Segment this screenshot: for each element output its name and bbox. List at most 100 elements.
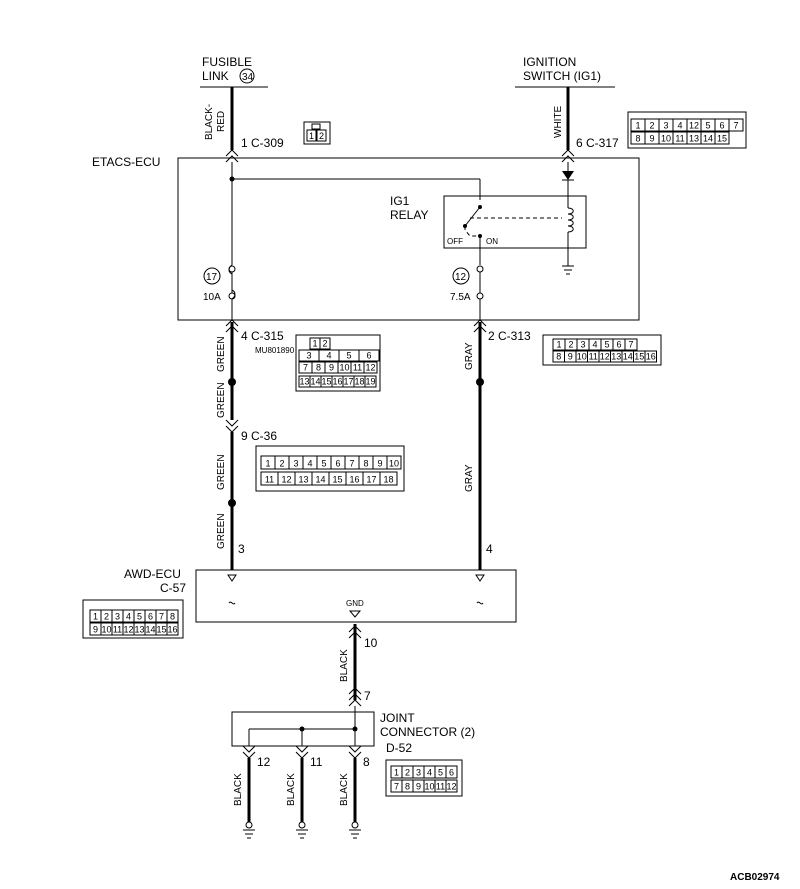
connector-cell-label: 3 [663,121,668,131]
connector-cell-label: 3 [115,612,120,622]
connector-cell-label: 16 [646,352,656,362]
connector-cell-label: 6 [148,612,153,622]
svg-text:2: 2 [319,131,324,141]
connector-cell-label: 7 [349,459,354,469]
connector-arrow-c309 [225,149,239,163]
connector-cell-label: 14 [703,134,713,144]
connector-cell [319,337,331,350]
connector-cell-label: 19 [365,377,375,387]
connector-cell-label: 11 [265,475,274,485]
relay-coil-icon [567,207,574,233]
connector-cell-label: 3 [293,459,298,469]
connector-cell-label: 9 [649,134,654,144]
connector-cell-label: 9 [416,782,421,792]
connector-cell [358,349,380,362]
connector-cell-label: 11 [675,134,684,144]
connector-cell [379,471,398,486]
connector-cell-label: 6 [335,459,340,469]
awd-ecu-connector-label: C-57 [160,581,186,595]
connector-cell-label: 1 [93,612,98,622]
connector-cell-label: 16 [332,377,342,387]
connector-cell-label: 12 [123,625,133,635]
connector-cell-label: 15 [332,475,342,485]
wire-label-black-2: BLACK [233,773,244,806]
connector-cell-label: 11 [353,363,362,373]
connector-cell-label: 2 [279,459,284,469]
awd-pin4-icon [475,574,485,582]
connector-cell-label: 9 [568,352,573,362]
connector-cell-label: 13 [134,625,144,635]
connector-cell-label: 7 [303,363,308,373]
connector-cell-label: 7 [159,612,164,622]
connector-cell [445,779,458,793]
fuse-12-terminal-bottom [476,292,484,300]
pin-label-awd-3: 3 [238,542,245,556]
connector-cell-label: 9 [329,363,334,373]
ig1-relay-label: IG1 [390,194,410,208]
connector-cell-label: 11 [436,782,445,792]
fusible-link-number-circle [239,68,255,84]
connector-cell-label: 15 [156,625,166,635]
fuse-12-terminal-top [476,265,484,273]
connector-cell-label: 13 [611,352,621,362]
connector-cell-label: 11 [113,625,122,635]
connector-cell-label: 7 [733,121,738,131]
splice-dot-2 [228,499,236,507]
connector-cell-label: 13 [689,134,699,144]
awd-ecu-label: AWD-ECU [124,567,181,581]
connector-cell-label: 16 [349,475,359,485]
awd-ecu-box [195,569,517,623]
awd-pin3-icon [227,574,237,582]
connector-cell-label: 3 [306,351,311,361]
connector-cell-label: 8 [635,134,640,144]
ig1-relay-label-2: RELAY [390,208,428,222]
connector-cell-label: 15 [634,352,644,362]
connector-cell [386,455,402,470]
ground-leg-8 [348,745,362,839]
connector-arrow-c36 [225,419,239,433]
connector-cell [166,622,179,636]
wire-label-black-red: BLACK- RED [204,104,227,140]
gnd-label: GND [346,599,364,608]
etacs-ecu-label: ETACS-ECU [92,155,160,169]
connector-cell-label: 17 [343,377,353,387]
ignition-switch-label: IGNITION [523,55,576,69]
joint-connector-label: JOINT [380,711,415,725]
connector-cell-label: 2 [405,768,410,778]
pin-label-c313: 2 C-313 [488,329,531,343]
connector-cell-label: 2 [568,340,573,350]
relay-off-label: OFF [447,237,463,246]
connector-cell-label: 10 [577,352,587,362]
connector-cell-label: 14 [315,475,325,485]
connector-cell-label: 11 [589,352,598,362]
connector-cell-label: 13 [298,475,308,485]
wire-label-black-3: BLACK [286,773,297,806]
fuse-17-number: 17 [206,272,218,283]
connector-cell [644,350,657,363]
fuse-17-circle [203,267,221,285]
awd-pin4-term [476,601,484,605]
pin-label-jc-7: 7 [364,689,371,703]
connector-cell [624,338,638,351]
connector-cell-label: 10 [424,782,434,792]
connector-cell [445,765,458,779]
joint-connector-id: D-52 [386,741,412,755]
connector-cell-label: 4 [427,768,432,778]
ground-icon [562,265,574,275]
connector-cell-label: 18 [383,475,393,485]
jc-junction-2 [352,726,358,732]
connector-cell-label: 4 [592,340,597,350]
svg-text:1: 1 [309,131,314,141]
pin-label-jc-12: 12 [257,755,271,769]
connector-cell-label: 5 [346,351,351,361]
connector-cell-label: 15 [717,134,727,144]
connector-cell-label: 2 [104,612,109,622]
wire-label-green-4: GREEN [216,513,227,549]
pin-label-c317: 6 C-317 [576,136,619,150]
fusible-link-label-2: LINK [202,69,229,83]
